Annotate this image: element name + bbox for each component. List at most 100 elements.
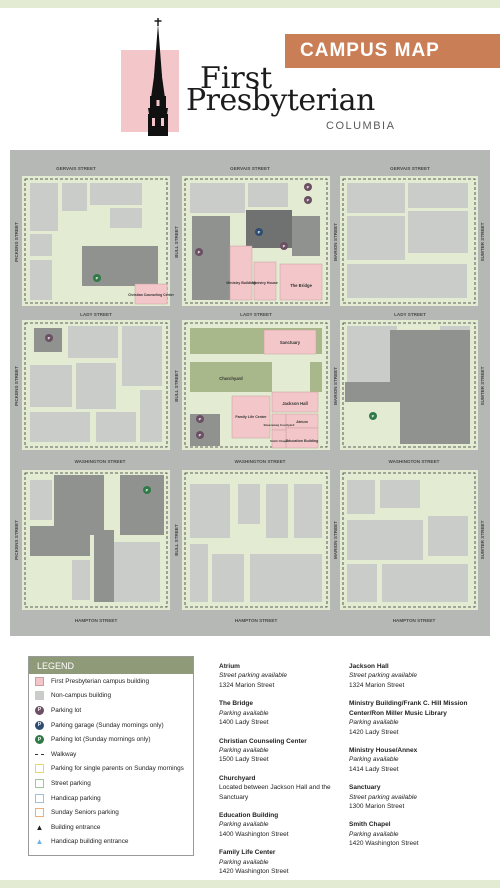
parking-marker-letter: P: [307, 198, 310, 203]
parking-marker-letter: P: [146, 488, 149, 493]
parking-lot-icon: P: [304, 196, 312, 204]
directory-item: Smith Chapel Parking available 1420 Wash…: [349, 821, 419, 848]
bottom-border-strip: [0, 880, 500, 888]
legend-item: Handicap parking: [29, 791, 193, 806]
street-label: LADY STREET: [240, 312, 272, 317]
directory-item: Family Life Center Parking available 142…: [219, 849, 289, 876]
parking-marker-letter: P: [198, 250, 201, 255]
parking-marker-letter: P: [372, 414, 375, 419]
directory-item: Jackson Hall Street parking available 13…: [349, 663, 417, 689]
top-border-strip: [0, 0, 500, 8]
street-label: WASHINGTON STREET: [235, 459, 286, 464]
legend-item: P Parking lot: [29, 703, 193, 718]
street-label: LADY STREET: [394, 312, 426, 317]
page-title: CAMPUS MAP: [285, 34, 500, 68]
building-label-smith-chapel: Smith Chapel: [270, 439, 288, 443]
parking-markers: P P P P P P P P P P P: [45, 183, 377, 494]
building-label-breezeway: Breezeway Courtyard: [264, 423, 295, 427]
directory-item: Churchyard Located between Jackson Hall …: [219, 774, 331, 801]
directory-column-2: Jackson Hall Street parking available 13…: [349, 662, 495, 858]
legend-item: ▲ Handicap building entrance: [35, 837, 129, 847]
street-label: BULL STREET: [174, 524, 179, 556]
building-label-the-bridge: The Bridge: [290, 283, 313, 288]
street-label: SUMTER STREET: [480, 222, 485, 261]
walkway-icon: [35, 750, 44, 759]
sunday-seniors-parking-swatch: [35, 808, 44, 818]
legend-item: ▲ Building entrance: [35, 822, 101, 832]
street-label: GERVAIS STREET: [390, 166, 430, 171]
parking-lots: [30, 210, 470, 602]
legend-item: Street parking: [29, 776, 193, 791]
parking-lot-icon: P: [304, 183, 312, 191]
street-label: MARION STREET: [333, 367, 338, 405]
handicap-parking-swatch: [35, 793, 44, 803]
legend-item: P Parking lot (Sunday mornings only): [29, 732, 193, 747]
street-label: GERVAIS STREET: [230, 166, 270, 171]
building-label-sanctuary: Sanctuary: [280, 340, 301, 345]
parking-lot-icon: P: [195, 248, 203, 256]
directory-item: Education Building Parking available 140…: [219, 812, 289, 838]
handicap-entrance-icon: ▲: [35, 837, 44, 847]
parking-garage-icon: P: [255, 228, 263, 236]
non-campus-building-swatch: [35, 691, 44, 701]
street-label: LADY STREET: [80, 312, 112, 317]
parking-garage-building: [246, 210, 292, 248]
street-label: MARION STREET: [333, 521, 338, 559]
parking-lot-icon: P: [45, 334, 53, 342]
street-label: PICKENS STREET: [14, 222, 19, 262]
logo-presbyterian-text: Presbyterian: [186, 83, 375, 118]
street-parking-swatch: [35, 778, 44, 788]
sunday-lot-icon: P: [143, 486, 151, 494]
building-label-atrium: Atrium: [296, 420, 308, 424]
street-label: PICKENS STREET: [14, 520, 19, 560]
street-label: WASHINGTON STREET: [75, 459, 126, 464]
legend-item: P Parking garage (Sunday mornings only): [29, 718, 193, 733]
sunday-lot-icon: P: [35, 735, 44, 745]
parking-marker-letter: P: [307, 185, 310, 190]
parking-lot-icon: P: [196, 431, 204, 439]
building-entrance-icon: ▲: [35, 822, 44, 832]
street-label: SUMTER STREET: [480, 366, 485, 405]
directory-column-1: Atrium Street parking available 1324 Mar…: [219, 662, 339, 886]
street-label: BULL STREET: [174, 226, 179, 258]
parking-lot-icon: P: [280, 242, 288, 250]
directory-item: The Bridge Parking available 1400 Lady S…: [219, 700, 269, 727]
directory-item: Ministry House/Annex Parking available 1…: [349, 746, 418, 773]
logo-columbia-text: COLUMBIA: [326, 120, 396, 132]
building-label-family-life: Family Life Center: [235, 415, 267, 419]
legend-item: Non-campus building: [29, 689, 193, 704]
campus-map: GERVAIS STREET GERVAIS STREET GERVAIS ST…: [10, 150, 490, 636]
directory-item: Sanctuary Street parking available 1300 …: [349, 784, 417, 811]
street-label: HAMPTON STREET: [235, 618, 278, 623]
legend-item: Parking for single parents on Sunday mor…: [29, 762, 193, 777]
building-label-christian-counseling: Christian Counseling Center: [128, 293, 174, 297]
street-label: GERVAIS STREET: [56, 166, 96, 171]
parking-marker-letter: P: [48, 336, 51, 341]
campus-building-swatch: [35, 676, 44, 686]
parking-marker-letter: P: [199, 417, 202, 422]
parking-marker-letter: P: [258, 230, 261, 235]
building-labels: Christian Counseling Center Ministry Bui…: [128, 281, 318, 443]
building-label-jackson-hall: Jackson Hall: [282, 401, 308, 406]
directory-item: Ministry Building/Frank C. Hill Mission …: [349, 700, 468, 736]
legend-title: LEGEND: [29, 657, 193, 674]
building-label-ministry-building: Ministry Building: [226, 281, 255, 285]
legend-item: Walkway: [29, 747, 193, 762]
street-label: HAMPTON STREET: [75, 618, 118, 623]
parking-marker-letter: P: [199, 433, 202, 438]
parking-marker-letter: P: [96, 276, 99, 281]
walkway-paths: [24, 178, 476, 608]
street-labels: GERVAIS STREET GERVAIS STREET GERVAIS ST…: [14, 166, 485, 623]
parking-lot-icon: P: [196, 415, 204, 423]
directory-item: Christian Counseling Center Parking avai…: [219, 737, 307, 764]
legend-item: Sunday Seniors parking: [29, 805, 193, 820]
street-label: HAMPTON STREET: [393, 618, 436, 623]
street-label: PICKENS STREET: [14, 366, 19, 406]
parking-lot-icon: P: [35, 705, 44, 715]
church-spire-icon: [148, 18, 168, 136]
street-label: BULL STREET: [174, 370, 179, 402]
sunday-lot-icon: P: [93, 274, 101, 282]
parking-garage-icon: P: [35, 720, 44, 730]
building-label-churchyard: Churchyard: [219, 376, 243, 381]
street-label: MARION STREET: [333, 223, 338, 261]
